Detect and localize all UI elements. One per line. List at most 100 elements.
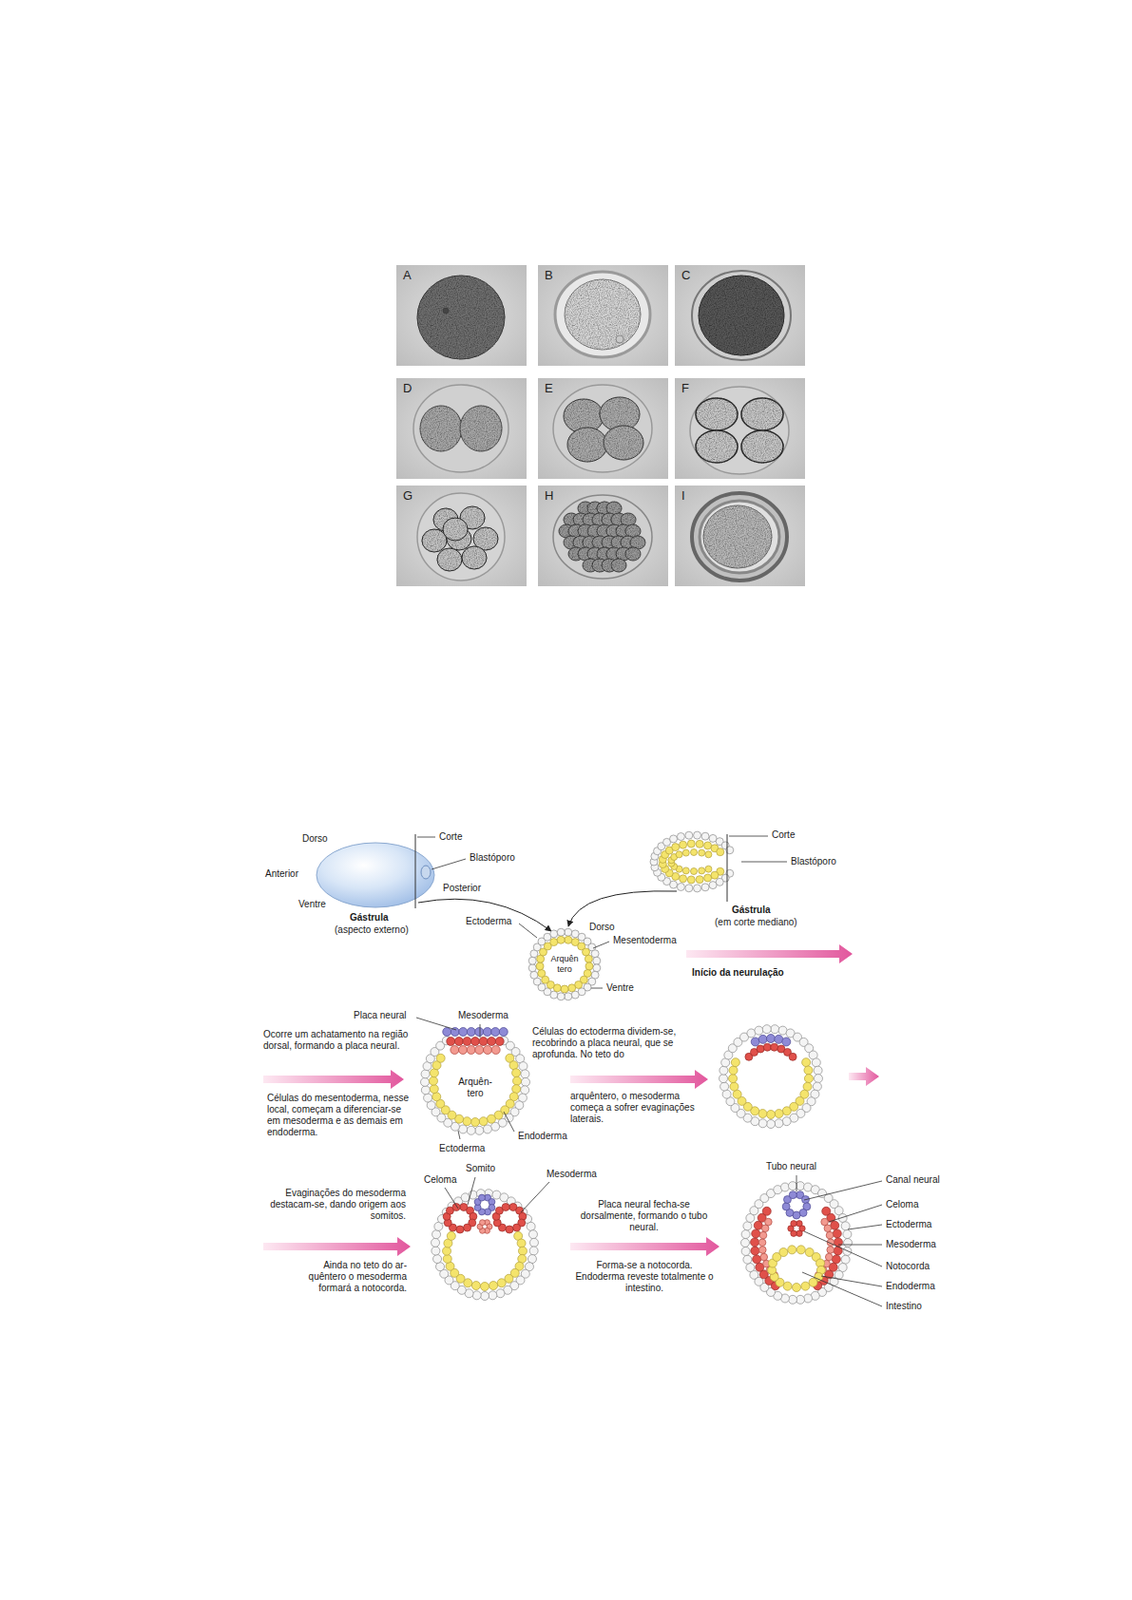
photo-background (396, 265, 527, 366)
ectoderm-cell (741, 1239, 750, 1248)
endoderm-cell (479, 1117, 488, 1127)
neural-plate-cell (459, 1028, 468, 1037)
endoderm-cell (787, 1246, 797, 1255)
panel-letter: E (544, 381, 554, 396)
figure-title: Gástrula (731, 904, 771, 917)
blastomere (603, 425, 644, 461)
mesendoderm-cell (671, 844, 680, 852)
mesendoderm-cell (695, 876, 704, 884)
ectoderm-cell (720, 1082, 730, 1092)
endoderm-cell (486, 1114, 496, 1124)
ectoderm-cell (676, 882, 685, 891)
endoderm-cell (767, 1111, 776, 1120)
ectoderm-cell (693, 884, 702, 893)
endoderm-cell (518, 1247, 527, 1256)
panel-letter: G (402, 488, 413, 503)
ectoderm-cell (556, 928, 565, 937)
ectoderm-cell (421, 1077, 430, 1087)
mesoderm-cell (760, 1253, 768, 1262)
photo-panel: I (674, 485, 806, 587)
ectoderm-cell (841, 1255, 850, 1265)
ectoderm-cell (709, 882, 717, 890)
micrograph (396, 265, 527, 366)
orientation-label: Posterior (442, 882, 481, 895)
ectoderm-cell (472, 1291, 481, 1301)
mesendoderm-cell (698, 849, 706, 857)
ectoderm-cell (787, 1295, 797, 1305)
part-label: Mesentoderma (613, 935, 677, 947)
mesoderm-cell (450, 1046, 460, 1056)
somite-cell (463, 1224, 472, 1232)
leader-line (417, 837, 436, 839)
ectoderm-cell (804, 1294, 813, 1304)
ectoderm-cell (421, 1070, 430, 1079)
panel-letter: C (681, 268, 691, 283)
mesendoderm-cell (687, 840, 695, 848)
ectoderm-cell (741, 1230, 750, 1240)
leader-line (838, 1245, 883, 1247)
ectoderm-cell (556, 993, 565, 1001)
leader-line (804, 1181, 883, 1201)
ectoderm-cell (491, 1122, 500, 1132)
part-label: Somito (465, 1163, 496, 1175)
part-label: Blastóporo (790, 856, 837, 868)
cavity-label: Arquên- tero (454, 1076, 497, 1100)
micrograph (537, 485, 669, 587)
endoderm-cell (436, 1054, 445, 1063)
part-label: Blastóporo (469, 852, 516, 864)
endoderm-cell (782, 1107, 791, 1116)
mesendoderm-cell (537, 955, 545, 963)
leader-line (828, 1205, 883, 1223)
section-label: Corte (439, 831, 462, 844)
micrograph (537, 378, 669, 480)
orientation-label: Ventre (606, 982, 634, 995)
ectoderm-cell (496, 1289, 505, 1299)
neural-plate-cell (475, 1028, 484, 1037)
photo-background (674, 265, 806, 366)
embryo-drawings (316, 831, 853, 1305)
ectoderm-cell (433, 1255, 442, 1265)
neural-plate-cell (498, 1028, 508, 1037)
mesendoderm-cell (682, 867, 690, 875)
ectoderm-cell (550, 930, 558, 939)
endoderm-cell (489, 1282, 499, 1291)
ectoderm-cell (528, 1230, 538, 1240)
stage-label: Início da neurulação (691, 967, 785, 979)
photo-background (537, 378, 669, 480)
micrograph (396, 485, 527, 587)
somite-cell (513, 1224, 521, 1232)
ectoderm-cell (475, 1126, 484, 1135)
mesoderm-cell (825, 1253, 833, 1262)
gastrula-external (316, 843, 435, 908)
leader-line (802, 1272, 883, 1307)
mesendoderm-cell (695, 840, 704, 848)
endoderm-cell (774, 1110, 784, 1119)
mesoderm-cell (758, 1239, 767, 1248)
ectoderm-cell (774, 1119, 784, 1129)
endoderm-cell (803, 1082, 812, 1092)
endoderm-cell (808, 1278, 818, 1287)
ectoderm-cell (431, 1238, 441, 1248)
leader-line (741, 862, 787, 864)
panel-letter: H (544, 488, 554, 503)
photo-panel: G (396, 485, 527, 587)
endoderm-cell (512, 1085, 521, 1094)
photo-panel: B (537, 265, 669, 366)
panel-letter: A (402, 268, 412, 283)
mesoderm-cell (753, 1221, 763, 1230)
step-note: Células do ectoderma dividem-se, recobri… (532, 1026, 713, 1061)
ectoderm-cell (741, 1247, 750, 1256)
mesendoderm-cell (710, 871, 719, 880)
orientation-label: Dorso (589, 921, 615, 934)
ectoderm-cell (526, 1222, 536, 1231)
ectoderm-cell (746, 1264, 755, 1273)
ectoderm-cell (564, 928, 573, 937)
mesoderm-cell (750, 1238, 760, 1248)
mesoderm-cell (826, 1247, 835, 1255)
part-label: Mesoderma (885, 1239, 937, 1251)
orientation-label: Ventre (298, 899, 327, 911)
ectoderm-cell (813, 1066, 823, 1075)
ectoderm-cell (813, 1074, 823, 1084)
part-label: Ectoderma (885, 1219, 932, 1231)
